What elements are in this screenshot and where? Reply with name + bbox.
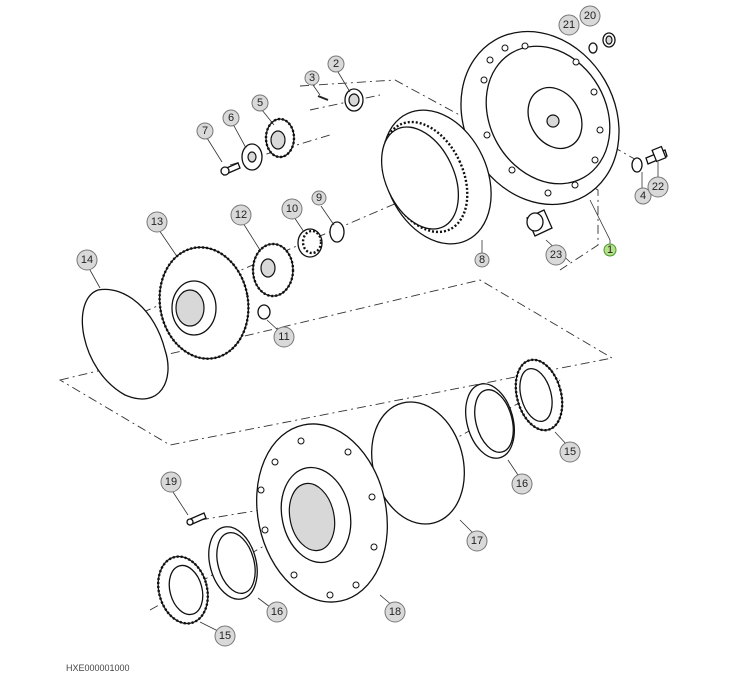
callout-4[interactable]: 4 xyxy=(634,187,652,205)
part-15-bearing-right xyxy=(514,358,564,432)
callout-5[interactable]: 5 xyxy=(251,94,269,112)
callout-21[interactable]: 21 xyxy=(558,14,580,36)
part-4-washer xyxy=(631,157,643,173)
part-16-bearing-cup-left xyxy=(208,526,258,600)
callout-5-label: 5 xyxy=(257,97,263,109)
callout-19[interactable]: 19 xyxy=(160,471,182,493)
callout-15-right[interactable]: 15 xyxy=(559,441,581,463)
callout-22-label: 22 xyxy=(652,181,664,193)
callout-13-label: 13 xyxy=(151,216,163,228)
callout-8-label: 8 xyxy=(479,254,485,266)
callout-7-label: 7 xyxy=(202,125,208,137)
callout-11-label: 11 xyxy=(278,331,289,343)
callout-7[interactable]: 7 xyxy=(196,122,214,140)
part-10-pinion xyxy=(297,228,323,258)
callout-23[interactable]: 23 xyxy=(545,244,567,266)
part-20-plug xyxy=(602,32,616,48)
callout-15-left[interactable]: 15 xyxy=(214,625,236,647)
callout-9[interactable]: 9 xyxy=(311,190,327,206)
callout-1[interactable]: 1 xyxy=(603,243,617,257)
part-2-bearing xyxy=(344,88,364,112)
callout-22[interactable]: 22 xyxy=(647,176,669,198)
part-1-planetary-housing xyxy=(460,30,620,206)
callout-3-label: 3 xyxy=(309,72,315,84)
middle-assembly-boundary xyxy=(58,279,614,446)
part-16-bearing-cup-right xyxy=(465,383,515,459)
callout-23-label: 23 xyxy=(550,249,562,261)
part-7-screw xyxy=(220,162,241,176)
part-22-bolt xyxy=(645,145,668,165)
callout-15-right-label: 15 xyxy=(564,446,576,458)
callout-4-label: 4 xyxy=(640,190,646,202)
callout-18-label: 18 xyxy=(389,606,401,618)
part-6-thrust-washer xyxy=(241,143,263,171)
callout-16-right-label: 16 xyxy=(516,478,528,490)
part-23-bushing xyxy=(526,209,553,237)
callout-18[interactable]: 18 xyxy=(384,601,406,623)
figure-code: HXE000001000 xyxy=(66,663,130,673)
callout-10[interactable]: 10 xyxy=(281,198,303,220)
upper-assembly-boundary xyxy=(299,79,599,271)
part-3-pin xyxy=(317,95,329,101)
callout-16-right[interactable]: 16 xyxy=(511,473,533,495)
part-13-planet-carrier xyxy=(158,246,250,360)
callout-12[interactable]: 12 xyxy=(230,204,252,226)
callout-6-label: 6 xyxy=(228,112,234,124)
part-9-snap-ring xyxy=(329,221,345,243)
callout-17[interactable]: 17 xyxy=(466,530,488,552)
callout-12-label: 12 xyxy=(235,209,247,221)
callout-20-label: 20 xyxy=(584,10,596,22)
top-pin-axis-line xyxy=(309,94,381,111)
callout-13[interactable]: 13 xyxy=(146,211,168,233)
part-5-planet-gear xyxy=(264,117,296,159)
callout-14[interactable]: 14 xyxy=(76,249,98,271)
callout-19-label: 19 xyxy=(165,476,177,488)
callout-16-left-label: 16 xyxy=(271,606,283,618)
callout-2[interactable]: 2 xyxy=(327,55,345,73)
part-15-bearing-left xyxy=(157,555,209,625)
callout-3[interactable]: 3 xyxy=(304,70,320,86)
callout-8[interactable]: 8 xyxy=(474,252,490,268)
part-12-sun-gear xyxy=(251,242,295,298)
part-11-plug xyxy=(257,304,271,320)
callout-6[interactable]: 6 xyxy=(222,109,240,127)
callout-9-label: 9 xyxy=(316,192,322,204)
callout-16-left[interactable]: 16 xyxy=(266,601,288,623)
part-14-retaining-ring xyxy=(81,288,169,400)
callout-10-label: 10 xyxy=(286,203,298,215)
part-18-wheel-hub xyxy=(256,423,388,603)
callout-15-left-label: 15 xyxy=(219,630,231,642)
part-19-bolt xyxy=(186,512,207,526)
callout-1-label: 1 xyxy=(607,244,613,256)
callout-11[interactable]: 11 xyxy=(273,326,295,348)
part-21-seal-ring xyxy=(588,42,598,54)
callout-17-label: 17 xyxy=(471,535,483,547)
callout-21-label: 21 xyxy=(563,19,575,31)
callout-2-label: 2 xyxy=(333,58,339,70)
callout-14-label: 14 xyxy=(81,254,93,266)
part-8-ring-gear xyxy=(381,109,492,245)
callout-20[interactable]: 20 xyxy=(579,5,601,27)
